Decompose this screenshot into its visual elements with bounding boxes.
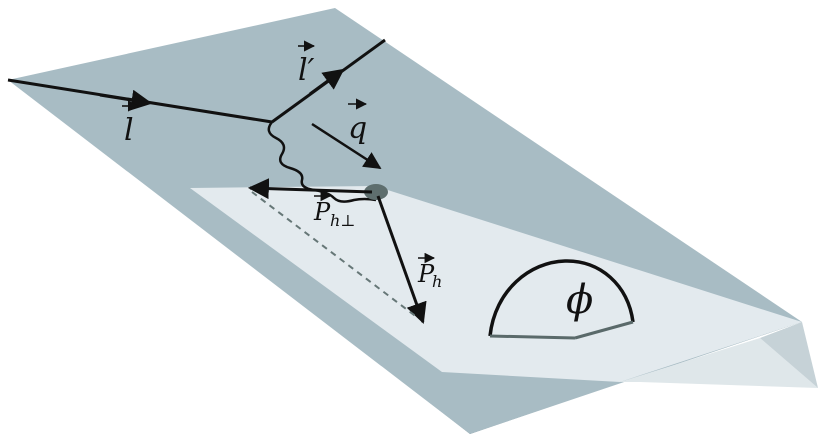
label-outgoing-lepton: l′ bbox=[298, 40, 316, 88]
svg-text:l: l bbox=[124, 113, 134, 148]
svg-text:P: P bbox=[417, 260, 435, 288]
svg-text:P: P bbox=[313, 198, 331, 226]
label-p-h: P h bbox=[417, 252, 442, 291]
svg-text:q: q bbox=[348, 111, 367, 146]
label-photon: q bbox=[348, 98, 367, 146]
p-h-arrow bbox=[376, 195, 427, 324]
p-h-perp-arrow bbox=[247, 178, 373, 200]
virtual-photon-line bbox=[267, 121, 377, 203]
label-incoming-lepton: l bbox=[122, 100, 140, 148]
hadron-plane bbox=[190, 186, 802, 382]
svg-text:l′: l′ bbox=[298, 53, 315, 88]
hadron-vertex bbox=[364, 184, 388, 200]
svg-text:h⊥: h⊥ bbox=[330, 211, 355, 230]
phi-angle-base-left bbox=[489, 334, 576, 340]
phi-angle-arc bbox=[488, 259, 635, 337]
label-p-h-perp: P h⊥ bbox=[313, 190, 355, 230]
hadron-plane-far-section bbox=[620, 338, 818, 388]
outgoing-lepton-arrow bbox=[309, 68, 345, 96]
label-phi: ϕ bbox=[566, 277, 593, 323]
projection-dashed-line bbox=[251, 191, 419, 319]
svg-text:h: h bbox=[432, 272, 442, 291]
photon-momentum-arrow bbox=[311, 122, 382, 170]
phi-angle-base-right bbox=[574, 320, 634, 340]
hadron-plane-far-edge bbox=[760, 322, 818, 388]
